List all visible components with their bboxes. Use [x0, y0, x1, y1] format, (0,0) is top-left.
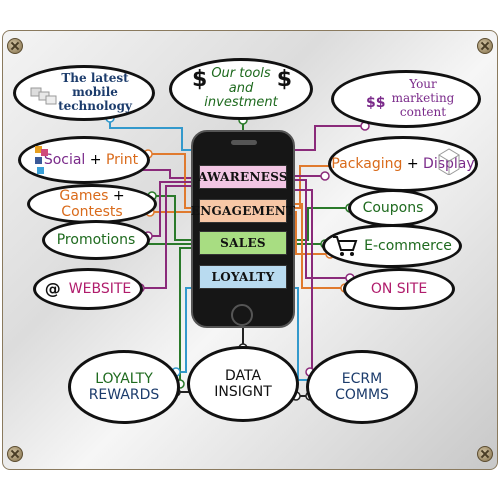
band-engagement: ENGAGEMENT [191, 199, 295, 223]
marketing-content-text: Your marketing content [391, 77, 455, 119]
shopping-cart-icon [333, 236, 358, 256]
games-contests-text: Games + Contests [59, 187, 125, 220]
onsite-text: ON SITE [370, 280, 428, 297]
data-insight-line2: INSIGNT [214, 384, 272, 400]
bubble-games-contests: Games + Contests [27, 184, 157, 224]
bubble-loyalty-rewards: LOYALTY REWARDS [68, 350, 180, 424]
data-insight-line1: DATA [224, 367, 262, 384]
dollar-icon: $$ [366, 95, 386, 111]
bubble-social-print: Social + Print [18, 136, 150, 184]
promotions-text: Promotions [56, 231, 136, 248]
box-icon [438, 148, 460, 175]
screw-icon [7, 38, 23, 54]
band-awareness: AWARENESS [198, 165, 288, 189]
smartphone: AWARENESS ENGAGEMENT SALES LOYALTY [191, 130, 295, 328]
website-text: WEBSITE [68, 280, 132, 297]
at-sign-icon: @ [44, 278, 61, 298]
ecrm-comms-line2: COMMS [335, 387, 389, 403]
bubble-promotions: Promotions [42, 220, 150, 260]
bubble-data-insight: DATA INSIGNT [187, 346, 299, 422]
loyalty-rewards-line2: REWARDS [88, 387, 160, 403]
band-sales: SALES [199, 231, 287, 255]
bubble-website: @ WEBSITE [33, 268, 143, 310]
ecommerce-text: E-commerce [364, 237, 452, 254]
screw-icon [7, 446, 23, 462]
mobile-tech-text: The latest mobile technology [58, 71, 132, 113]
dollar-icon: $ [276, 67, 292, 92]
bubble-coupons: Coupons [348, 189, 438, 227]
coupons-text: Coupons [362, 199, 424, 216]
tools-investment-text: Our tools and investment [204, 65, 278, 111]
device-icons-icon [30, 87, 57, 105]
screw-icon [477, 446, 493, 462]
social-print-text: Social + Print [43, 151, 139, 168]
bubble-ecommerce: E-commerce [322, 224, 462, 268]
screw-icon [477, 38, 493, 54]
bubble-marketing-content: $$ Your marketing content [331, 70, 481, 128]
bubble-tools-investment: $ $ Our tools and investment [169, 58, 313, 120]
social-media-icon [35, 146, 48, 174]
phone-speaker [231, 140, 257, 145]
loyalty-rewards-line1: LOYALTY [95, 370, 153, 387]
bubble-ecrm-comms: ECRM COMMS [306, 350, 418, 424]
bubble-mobile-tech: The latest mobile technology [13, 65, 155, 121]
ecrm-comms-line1: ECRM [341, 370, 383, 387]
bubble-packaging-display: Packaging + Display [328, 136, 478, 192]
band-loyalty: LOYALTY [199, 265, 287, 289]
dollar-icon: $ [192, 67, 208, 92]
home-button-icon [231, 304, 253, 326]
bubble-onsite: ON SITE [343, 268, 455, 310]
